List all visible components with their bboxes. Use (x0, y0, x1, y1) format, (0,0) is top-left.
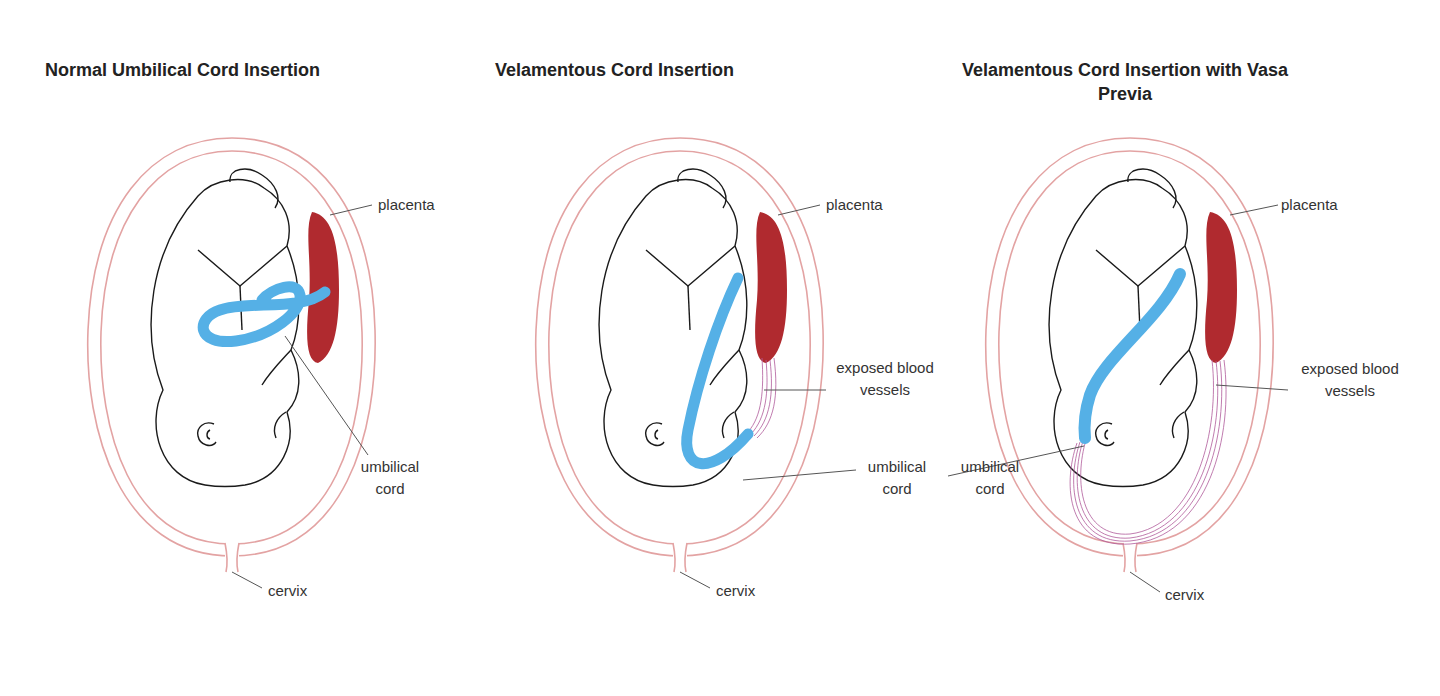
part-label: placenta (1281, 194, 1381, 216)
part-label: umbilical cord (950, 456, 1030, 500)
panel-heading: Normal Umbilical Cord Insertion (45, 58, 465, 82)
part-label: exposed blood vessels (830, 357, 940, 401)
part-label: placenta (378, 194, 478, 216)
panel-heading: Velamentous Cord Insertion with Vasa Pre… (950, 58, 1300, 106)
part-label: cervix (1165, 584, 1245, 606)
part-label: umbilical cord (350, 456, 430, 500)
part-label: exposed blood vessels (1295, 358, 1405, 402)
part-label: cervix (268, 580, 348, 602)
part-label: cervix (716, 580, 796, 602)
panel-heading: Velamentous Cord Insertion (495, 58, 915, 82)
part-label: umbilical cord (857, 456, 937, 500)
part-label: placenta (826, 194, 926, 216)
